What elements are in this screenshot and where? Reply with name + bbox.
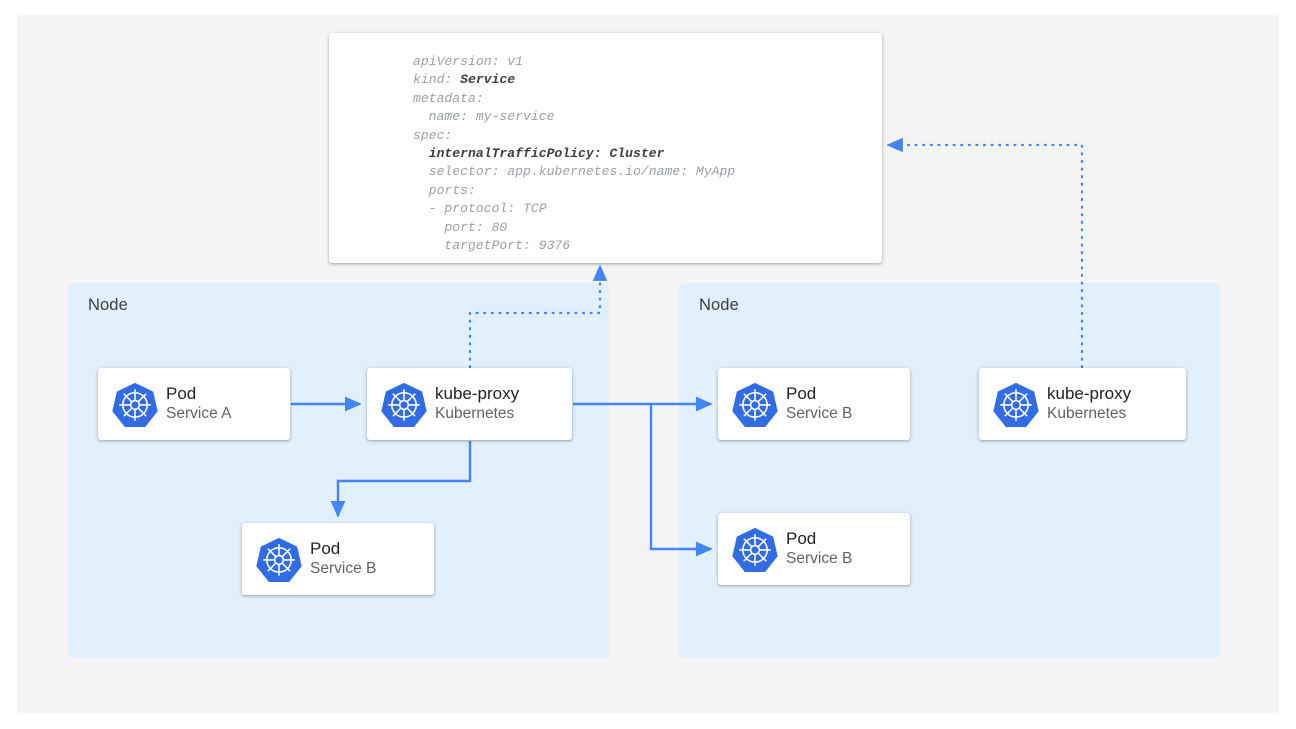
kubernetes-icon [381, 382, 427, 427]
card-subtitle: Service B [310, 559, 377, 577]
kubernetes-icon [993, 382, 1039, 427]
service-manifest-code: apiVersion: v1 kind: Service metadata: n… [413, 54, 736, 254]
card-subtitle: Kubernetes [435, 404, 515, 422]
card-pod-service-b-remote-top[interactable]: Pod Service B [718, 368, 910, 440]
card-subtitle: Kubernetes [1047, 404, 1127, 422]
card-pod-service-b-local[interactable]: Pod Service B [242, 523, 434, 595]
card-subtitle: Service B [786, 549, 853, 567]
service-manifest-card: apiVersion: v1 kind: Service metadata: n… [329, 33, 882, 263]
kubernetes-icon [732, 527, 778, 572]
card-pod-service-a[interactable]: Pod Service A [98, 368, 290, 440]
card-title: kube-proxy [1047, 384, 1132, 404]
card-kube-proxy-right[interactable]: kube-proxy Kubernetes [979, 368, 1186, 440]
card-title: Pod [310, 539, 341, 559]
kubernetes-icon [112, 382, 158, 427]
card-title: Pod [786, 384, 817, 404]
kubernetes-icon [732, 382, 778, 427]
card-title: kube-proxy [435, 384, 520, 404]
kubernetes-icon [256, 537, 302, 582]
card-title: Pod [166, 384, 197, 404]
card-subtitle: Service B [786, 404, 853, 422]
card-title: Pod [786, 529, 817, 549]
node-container-right: Node [679, 283, 1220, 658]
card-pod-service-b-remote-bottom[interactable]: Pod Service B [718, 513, 910, 585]
card-subtitle: Service A [166, 404, 232, 422]
node-container-left: Node [68, 283, 609, 658]
node-label-left: Node [88, 296, 128, 314]
card-kube-proxy-left[interactable]: kube-proxy Kubernetes [367, 368, 572, 440]
node-label-right: Node [699, 296, 739, 314]
